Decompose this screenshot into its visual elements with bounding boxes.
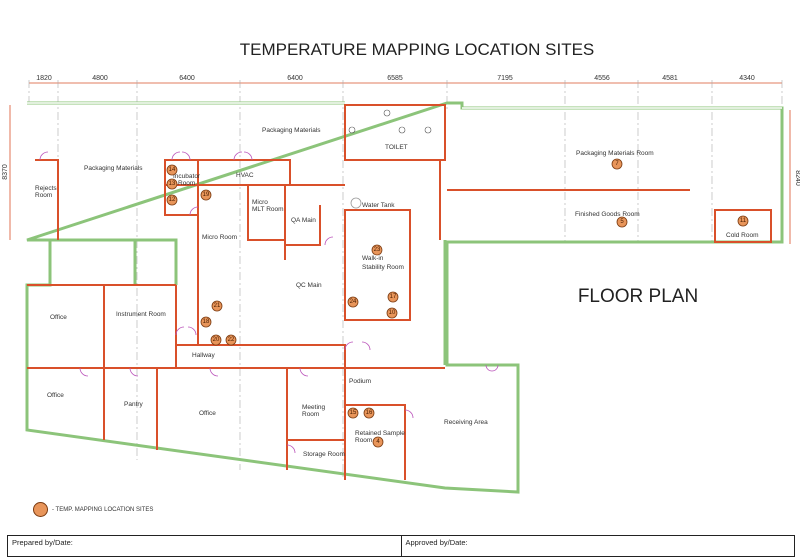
svg-text:7: 7 [615, 161, 619, 167]
room-label-office: Office [50, 314, 67, 321]
legend: - TEMP. MAPPING LOCATION SITES [33, 502, 153, 517]
marker-18: 18 [200, 316, 212, 328]
room-label-office: Office [199, 410, 216, 417]
room-label-hvac: HVAC [236, 172, 254, 179]
room-label-micro-mlt-room: MLT Room [252, 206, 284, 213]
dimension-label: 4800 [92, 75, 108, 82]
dimension-label: 7195 [497, 75, 513, 82]
svg-text:21: 21 [214, 303, 221, 309]
room-label-hallway: Hallway [192, 352, 216, 359]
dimension-label: 6585 [387, 75, 403, 82]
svg-text:23: 23 [374, 247, 381, 253]
room-label-retained-sample-room: Retained Sample [355, 430, 405, 437]
svg-text:5: 5 [620, 219, 624, 225]
room-label-incubator-room: Room [178, 180, 195, 187]
svg-text:22: 22 [228, 337, 235, 343]
room-label-micro-mlt-room: Micro [252, 199, 268, 206]
svg-text:14: 14 [169, 167, 176, 173]
room-label-micro-room: Micro Room [202, 234, 237, 241]
marker-16: 16 [363, 407, 375, 419]
marker-19: 19 [200, 189, 212, 201]
marker-21: 21 [211, 300, 223, 312]
dimension-right: 8240 [794, 170, 800, 186]
marker-24: 24 [347, 296, 359, 308]
room-label-cold-room: Cold Room [726, 232, 759, 239]
room-label-walk-in-stability-room: Walk-in [362, 255, 384, 262]
room-label-storage-room: Storage Room [303, 451, 345, 458]
room-label-podium: Podium [349, 378, 371, 385]
marker-legend-icon [33, 502, 48, 517]
water-tank-icon [350, 197, 362, 209]
svg-text:12: 12 [169, 197, 176, 203]
svg-text:20: 20 [213, 337, 220, 343]
doors [39, 151, 499, 454]
room-label-packaging-materials: Packaging Materials [262, 127, 321, 134]
room-label-packaging-materials-room: Packaging Materials Room [576, 150, 654, 157]
room-labels: Packaging Materials Packaging Materials … [35, 127, 759, 458]
room-label-meeting-room: Room [302, 411, 319, 418]
svg-text:15: 15 [350, 410, 357, 416]
internal-walls [27, 104, 772, 480]
signature-footer: Prepared by/Date: Approved by/Date: [7, 535, 795, 557]
marker-11: 11 [737, 215, 749, 227]
dimension-label: 1820 [36, 75, 52, 82]
svg-text:17: 17 [390, 294, 397, 300]
svg-text:19: 19 [203, 192, 210, 198]
toilet-fixtures-icon [348, 109, 432, 134]
dimension-label: 4581 [662, 75, 678, 82]
room-label-qc-main: QC Main [296, 282, 322, 289]
svg-text:16: 16 [366, 410, 373, 416]
marker-7: 7 [611, 158, 623, 170]
room-label-meeting-room: Meeting [302, 404, 326, 411]
marker-23: 23 [371, 244, 383, 256]
dimension-label: 4556 [594, 75, 610, 82]
temperature-markers: 14 13 12 19 23 24 17 10 21 18 20 22 15 1… [166, 158, 749, 448]
room-label-rejects-room: Room [35, 192, 52, 199]
room-label-finished-goods-room: Finished Goods Room [575, 211, 640, 218]
marker-12: 12 [166, 194, 178, 206]
svg-text:10: 10 [389, 310, 396, 316]
dimension-label: 6400 [287, 75, 303, 82]
marker-13: 13 [166, 178, 178, 190]
svg-text:18: 18 [203, 319, 210, 325]
room-label-pantry: Pantry [124, 401, 144, 408]
svg-text:24: 24 [350, 299, 357, 305]
svg-text:11: 11 [740, 218, 747, 224]
external-walls [25, 101, 784, 494]
room-label-incubator-room: Incubator [173, 173, 201, 180]
svg-text:4: 4 [376, 439, 380, 445]
marker-17: 17 [387, 291, 399, 303]
room-label-toilet: TOILET [385, 144, 408, 151]
room-label-instrument-room: Instrument Room [116, 311, 166, 318]
marker-5: 5 [616, 216, 628, 228]
marker-14: 14 [166, 164, 178, 176]
marker-10: 10 [386, 307, 398, 319]
floor-plan-label: FLOOR PLAN [578, 286, 698, 307]
marker-15: 15 [347, 407, 359, 419]
page-title: TEMPERATURE MAPPING LOCATION SITES [240, 40, 595, 59]
marker-22: 22 [225, 334, 237, 346]
legend-label: - TEMP. MAPPING LOCATION SITES [52, 506, 154, 513]
dimension-label: 6400 [179, 75, 195, 82]
room-label-walk-in-stability-room: Stability Room [362, 264, 404, 271]
dimension-left: 8370 [2, 164, 9, 180]
dimension-label: 4340 [739, 75, 755, 82]
prepared-by-field: Prepared by/Date: [12, 538, 73, 547]
approved-by-field: Approved by/Date: [400, 536, 795, 556]
room-label-receiving-area: Receiving Area [444, 419, 488, 426]
svg-text:13: 13 [169, 181, 176, 187]
room-label-rejects-room: Rejects [35, 185, 57, 192]
room-label-water-tank: Water Tank [362, 202, 395, 209]
room-label-office: Office [47, 392, 64, 399]
marker-4: 4 [372, 436, 384, 448]
room-label-retained-sample-room: Room [355, 437, 372, 444]
marker-20: 20 [210, 334, 222, 346]
room-label-packaging-materials: Packaging Materials [84, 165, 143, 172]
room-label-qa-main: QA Main [291, 217, 316, 224]
